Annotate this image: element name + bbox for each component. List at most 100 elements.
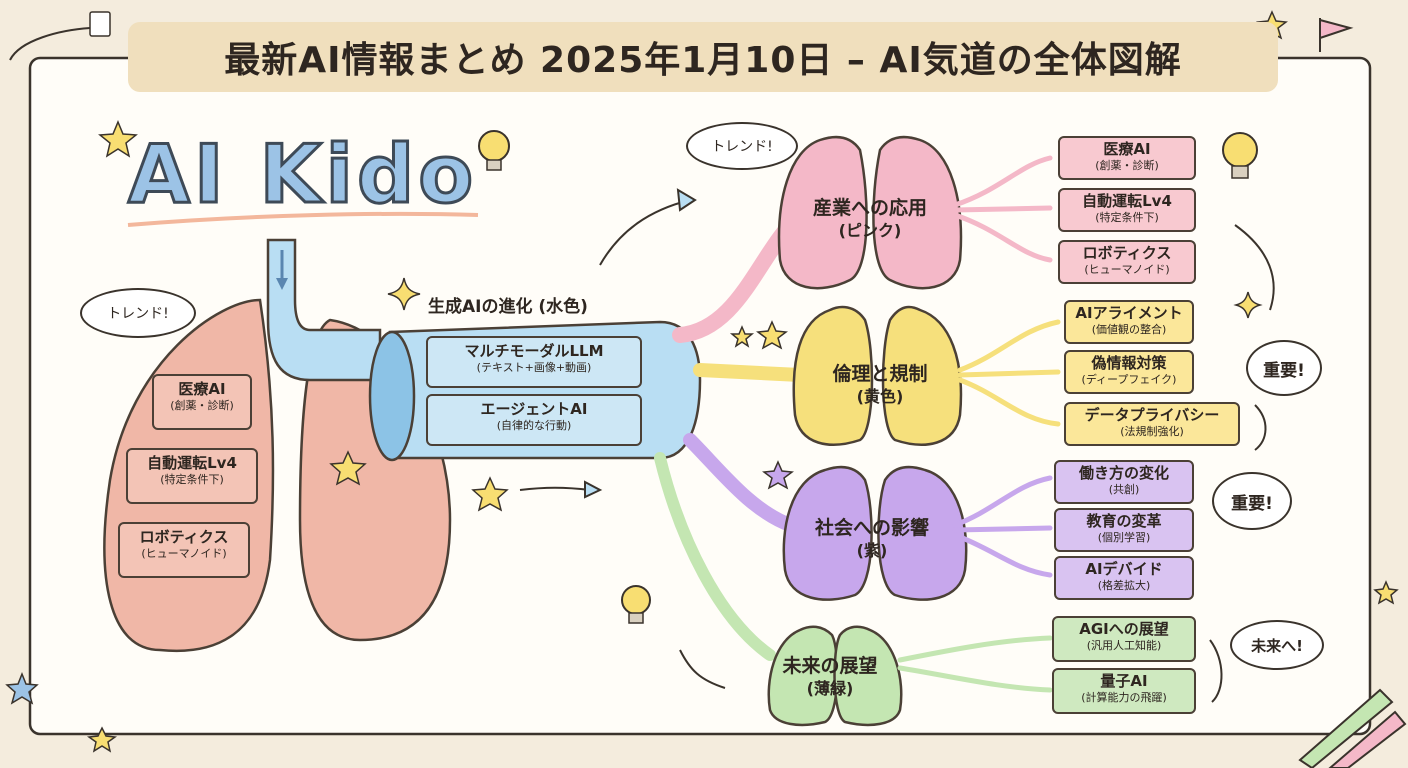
pencil-icon [1298,688,1407,768]
bubble-text: トレンド! [711,139,773,155]
arrow-head-icon [584,480,603,499]
box-sub: (個別学習) [1097,531,1151,544]
box-main: 働き方の変化 [1078,464,1169,482]
box-main: ロボティクス [139,528,229,546]
trachea-item-multimodal: マルチモーダルLLM (テキスト+画像+動画) [426,336,642,388]
star-icon [1373,580,1399,605]
industry-item-medical: 医療AI (創薬・診断) [1058,136,1196,180]
future-lung-right [833,625,903,727]
bubble-text: 重要! [1263,360,1305,381]
sketch-arrow-right-3 [1209,639,1223,703]
box-sub: (法規制強化) [1120,425,1184,438]
left-lung-item-autodrive: 自動運転Lv4 (特定条件下) [126,448,258,504]
logo: AI Kido [126,127,478,223]
branch-label-sub: (黄色) [856,387,904,406]
branch-pipe-ethics [693,363,807,382]
branch-label-sub: (ピンク) [838,221,902,240]
branch-pipe-society [683,433,797,532]
branch-label-main: 社会への影響 [814,517,929,539]
box-main: 自動運転Lv4 [147,454,237,472]
branch-label-industry: 産業への応用 (ピンク) [790,196,950,242]
star-icon [756,320,788,350]
page-title: 最新AI情報まとめ 2025年1月10日 – AI気道の全体図解 [224,40,1182,81]
box-main: 医療AI [178,380,226,398]
star-icon [729,325,755,348]
corner-doodle [9,27,91,61]
box-sub: (創薬・診断) [170,399,234,412]
trachea-item-agent: エージェントAI (自律的な行動) [426,394,642,446]
star-icon [471,476,509,512]
industry-item-robotics: ロボティクス (ヒューマノイド) [1058,240,1196,284]
branch-label-ethics: 倫理と規制 (黄色) [800,362,960,408]
society-item-education: 教育の変革 (個別学習) [1054,508,1194,552]
flag-icon [1319,18,1354,52]
box-sub: (汎用人工知能) [1086,639,1162,652]
star-icon [762,460,794,490]
ethics-lung-right [881,305,963,446]
box-main: 自動運転Lv4 [1082,192,1172,210]
sketch-arrow-mid [519,486,591,491]
box-sub: (ディープフェイク) [1081,373,1177,386]
box-main: 量子AI [1100,672,1148,690]
branch-pipe-future [654,452,776,661]
ethics-item-alignment: AIアライメント (価値観の整合) [1064,300,1194,344]
branch-label-main: 産業への応用 [812,197,927,219]
box-main: ロボティクス [1082,244,1172,262]
society-item-work: 働き方の変化 (共創) [1054,460,1194,504]
box-sub: (テキスト+画像+動画) [476,361,592,374]
branch-label-sub: (紫) [856,541,888,560]
lightbulb-icon [478,130,510,171]
industry-item-autodrive: 自動運転Lv4 (特定条件下) [1058,188,1196,232]
ethics-item-privacy: データプライバシー (法規制強化) [1064,402,1240,446]
speech-bubble-important-2: 重要! [1212,472,1292,530]
sparkle-icon [1233,291,1263,319]
box-sub: (創薬・診断) [1095,159,1159,172]
sketch-arrow-right [1234,224,1275,311]
box-sub: (ヒューマノイド) [141,547,227,560]
bubble-text: トレンド! [107,306,169,322]
branch-label-future: 未来の展望 (薄緑) [760,654,900,700]
society-item-divide: AIデバイド (格差拡大) [1054,556,1194,600]
future-item-quantum: 量子AI (計算能力の飛躍) [1052,668,1196,714]
star-icon [86,726,118,753]
box-sub: (特定条件下) [160,473,224,486]
box-main: マルチモーダルLLM [464,342,604,360]
box-sub: (価値観の整合) [1091,323,1167,336]
box-main: エージェントAI [480,400,588,418]
tube-opening [368,330,416,462]
left-lung-item-medical: 医療AI (創薬・診断) [152,374,252,430]
arrow-head-icon [276,278,288,290]
box-main: 医療AI [1103,140,1151,158]
society-lung-left [782,465,873,601]
box-sub: (格差拡大) [1097,579,1151,592]
speech-bubble-trend-left: トレンド! [80,288,196,338]
branch-label-main: 倫理と規制 [832,363,928,385]
speech-bubble-future: 未来へ! [1230,620,1324,670]
sparkle-icon [387,277,421,311]
logo-underline [127,211,479,227]
sketch-arrow-bottom [679,649,726,689]
box-sub: (ヒューマノイド) [1084,263,1170,276]
industry-lung-right [872,135,963,290]
box-sub: (自律的な行動) [496,419,572,432]
box-main: AIデバイド [1085,560,1163,578]
star-icon [329,450,367,486]
branch-label-society: 社会への影響 (紫) [790,516,954,562]
lightbulb-icon [1222,132,1258,179]
title-banner: 最新AI情報まとめ 2025年1月10日 – AI気道の全体図解 [128,22,1278,92]
arrow-head-icon [676,188,697,212]
notebook-icon [89,11,111,37]
box-main: AIアライメント [1075,304,1183,322]
lightbulb-icon [621,585,651,624]
box-sub: (計算能力の飛躍) [1081,691,1167,704]
star-icon [5,671,39,705]
speech-bubble-trend-top: トレンド! [686,122,798,170]
box-main: 教育の変革 [1086,512,1162,530]
branch-label-main: 未来の展望 [782,655,878,677]
branch-label-sub: (薄緑) [806,679,854,698]
ethics-item-misinfo: 偽情報対策 (ディープフェイク) [1064,350,1194,394]
left-lung-item-robotics: ロボティクス (ヒューマノイド) [118,522,250,578]
bubble-text: 重要! [1231,493,1273,514]
box-main: AGIへの展望 [1079,620,1169,638]
